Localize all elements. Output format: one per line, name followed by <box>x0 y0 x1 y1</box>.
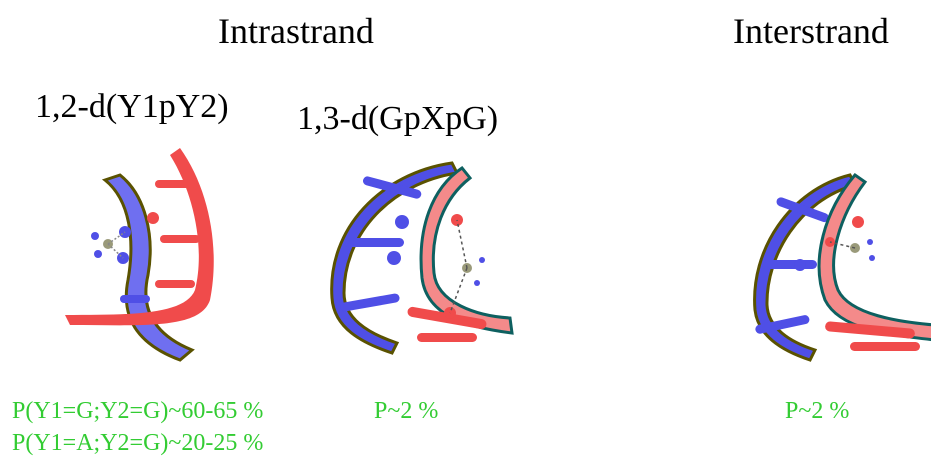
adduct-1-3-title: 1,3-d(GpXpG) <box>297 100 499 137</box>
interstrand-heading: Interstrand <box>733 11 889 51</box>
intrastrand-heading: Intrastrand <box>218 11 374 51</box>
prob-interstrand: P~2 % <box>785 398 850 424</box>
structure-1-3-intrastrand <box>330 161 514 355</box>
structure-interstrand <box>753 172 931 362</box>
prob-1-3: P~2 % <box>374 398 439 424</box>
structure-1-2-intrastrand <box>65 148 214 362</box>
prob-1-2-gg: P(Y1=G;Y2=G)~60-65 % <box>12 398 264 424</box>
adduct-1-2-title: 1,2-d(Y1pY2) <box>35 88 229 125</box>
prob-1-2-ag: P(Y1=A;Y2=G)~20-25 % <box>12 430 264 456</box>
